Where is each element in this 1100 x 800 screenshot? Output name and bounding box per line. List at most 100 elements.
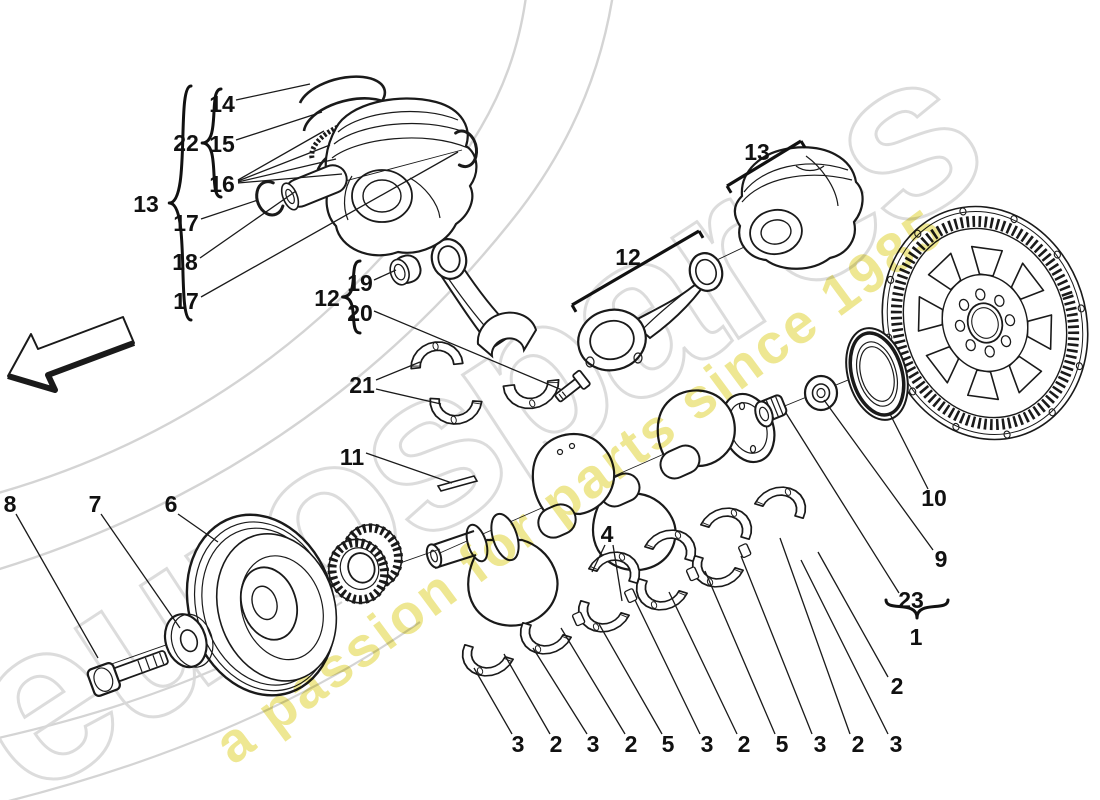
leader-line	[365, 452, 453, 484]
flywheel-rim-hole	[1053, 250, 1061, 259]
flywheel-rim-hole	[1048, 408, 1056, 417]
pulley-washer	[163, 613, 214, 669]
part-number-2: 2	[550, 731, 563, 757]
main-bearing-shell-lower	[571, 588, 638, 633]
leader-line	[237, 173, 343, 184]
extent-tick	[799, 140, 807, 149]
part-number-11: 11	[340, 444, 365, 470]
main-bearing-shells	[461, 486, 807, 677]
pilot-bearing	[803, 374, 839, 412]
connecting-rod-right	[577, 231, 777, 372]
flywheel-bolt-hole	[954, 319, 966, 332]
group-brace	[341, 259, 362, 335]
group-brace	[167, 84, 193, 322]
leader-line	[785, 412, 900, 594]
leader-line	[237, 158, 337, 183]
pulley-bolt	[86, 650, 169, 697]
flywheel-rim-hole	[1077, 304, 1085, 313]
leader-line	[375, 361, 421, 381]
part-number-9: 9	[935, 546, 948, 572]
leader-line	[560, 627, 626, 735]
part-number-2: 2	[738, 731, 751, 757]
thrust-flange	[624, 588, 638, 603]
leader-line	[237, 130, 325, 181]
part-number-2: 2	[625, 731, 638, 757]
big-end-shell	[429, 397, 483, 425]
big-end-shell	[410, 341, 464, 370]
extent-tick	[697, 230, 705, 239]
flywheel-rim-hole	[952, 422, 960, 431]
part-number-2: 2	[852, 731, 865, 757]
direction-arrow-icon	[7, 316, 136, 393]
part-number-13: 13	[744, 139, 770, 165]
piston-right	[733, 146, 864, 270]
flywheel-bolt-hole	[984, 345, 995, 358]
flywheel-rim-hole	[914, 229, 922, 238]
extent-tick	[725, 185, 733, 194]
flywheel-rim-hole	[959, 207, 967, 216]
part-number-12: 12	[314, 285, 340, 311]
leader-line	[668, 591, 738, 735]
small-end-bushing	[389, 254, 422, 286]
part-number-1: 1	[910, 624, 923, 650]
leader-line	[740, 555, 813, 735]
leader-line	[823, 399, 934, 551]
part-number-13: 13	[133, 191, 159, 217]
connecting-rod	[430, 238, 538, 359]
rod-cap-shell	[502, 379, 560, 410]
part-number-2: 2	[891, 673, 904, 699]
leader-line	[612, 544, 623, 602]
leader-line	[704, 570, 776, 735]
main-bearing-shell-lower	[461, 643, 515, 677]
main-bearing-shell-upper	[643, 529, 697, 563]
leader-line	[375, 388, 442, 405]
big-end-cap	[502, 379, 560, 410]
group-brace	[200, 87, 223, 199]
group-extent-line	[726, 139, 802, 188]
flywheel-bolt-hole	[994, 294, 1005, 307]
big-end-bearing-shells	[410, 341, 483, 425]
leader-line	[817, 551, 889, 678]
leader-line	[177, 513, 219, 543]
leader-line	[503, 653, 551, 735]
thrust-flange	[738, 543, 752, 558]
group-brace	[884, 598, 950, 620]
flywheel-rim-hole	[1003, 430, 1011, 439]
rod-bolt	[554, 369, 591, 403]
thrust-flange	[685, 566, 700, 582]
rear-oil-seal	[845, 327, 909, 421]
leader-line	[532, 647, 588, 735]
leader-line	[591, 544, 606, 573]
main-bearing-shell-lower	[519, 621, 573, 655]
part-number-8: 8	[4, 491, 17, 517]
part-number-15: 15	[209, 131, 235, 157]
part-number-10: 10	[921, 485, 947, 511]
flywheel-rim-hole	[887, 275, 895, 284]
leader-line	[200, 199, 259, 220]
part-number-3: 3	[512, 731, 525, 757]
part-number-5: 5	[776, 731, 789, 757]
leader-line	[473, 667, 513, 735]
part-number-3: 3	[701, 731, 714, 757]
flywheel-rim-hole	[1010, 215, 1018, 224]
leader-line	[598, 623, 663, 735]
flywheel	[881, 205, 1089, 441]
piston	[324, 97, 478, 257]
main-bearing-shell-lower	[685, 543, 752, 588]
part-number-18: 18	[172, 249, 198, 275]
flywheel-rim-hole	[909, 387, 917, 396]
crankshaft-pulley	[185, 513, 338, 697]
flywheel-bolt-hole	[1004, 314, 1016, 327]
flywheel-bolt-hole	[958, 298, 970, 311]
leader-line	[779, 537, 851, 735]
leader-line	[235, 111, 323, 141]
flywheel-bolt-hole	[965, 339, 976, 352]
leader-line	[199, 190, 297, 259]
part-number-7: 7	[89, 491, 102, 517]
part-number-3: 3	[587, 731, 600, 757]
flywheel-bolt-hole	[1000, 335, 1012, 348]
leader-line	[15, 513, 99, 659]
